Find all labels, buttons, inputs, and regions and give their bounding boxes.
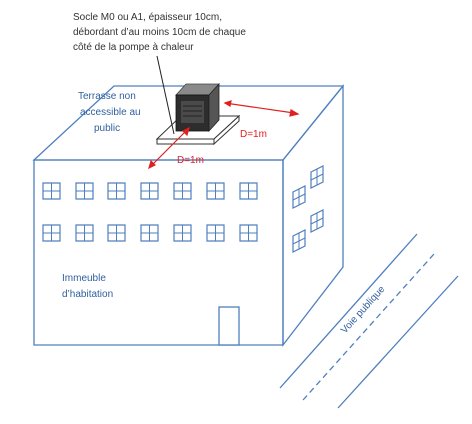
door-icon	[218, 306, 240, 346]
window-icon	[310, 209, 324, 233]
window-icon	[173, 224, 192, 242]
annotation-text: Socle M0 ou A1, épaisseur 10cm, débordan…	[73, 12, 249, 53]
annotation-line-2: débordant d’au moins 10cm de chaque	[73, 27, 246, 38]
building-line-2: d’habitation	[62, 289, 113, 300]
dimension-label-right: D=1m	[240, 129, 267, 140]
road-edge-far	[337, 275, 459, 409]
building-label: Immeuble d’habitation	[62, 273, 113, 300]
window-icon	[107, 182, 126, 200]
window-icon	[107, 224, 126, 242]
terrace-line-3: public	[94, 123, 120, 134]
side-windows	[292, 165, 324, 253]
terrace-line-2: accessible au	[80, 107, 141, 118]
window-icon	[75, 182, 94, 200]
road	[279, 233, 459, 409]
window-icon	[292, 229, 306, 253]
slab-side	[213, 114, 240, 146]
window-icon	[42, 224, 61, 242]
front-windows	[42, 182, 258, 242]
road-edge-near	[279, 233, 418, 389]
building-side-face	[282, 84, 344, 347]
building-line-1: Immeuble	[62, 273, 106, 284]
window-icon	[206, 224, 225, 242]
window-icon	[173, 182, 192, 200]
building	[32, 84, 345, 347]
dimension-label-front: D=1m	[177, 155, 204, 166]
terrace-label: Terrasse non accessible au public	[78, 91, 143, 134]
annotation-line-3: côté de la pompe à chaleur	[73, 42, 194, 53]
window-icon	[292, 185, 306, 209]
heat-pump-icon	[175, 82, 220, 133]
window-icon	[310, 165, 324, 189]
annotation-line-1: Socle M0 ou A1, épaisseur 10cm,	[73, 12, 222, 23]
window-icon	[75, 224, 94, 242]
window-icon	[239, 224, 258, 242]
window-icon	[140, 224, 159, 242]
window-icon	[140, 182, 159, 200]
slab-front	[156, 138, 215, 145]
window-icon	[239, 182, 258, 200]
window-icon	[206, 182, 225, 200]
road-label: Voie publique	[339, 284, 388, 336]
annotation-leader	[156, 55, 175, 135]
dimension-arrows	[148, 100, 300, 170]
window-icon	[42, 182, 61, 200]
road-center-dashed	[302, 253, 435, 401]
terrace-line-1: Terrasse non	[78, 91, 136, 102]
